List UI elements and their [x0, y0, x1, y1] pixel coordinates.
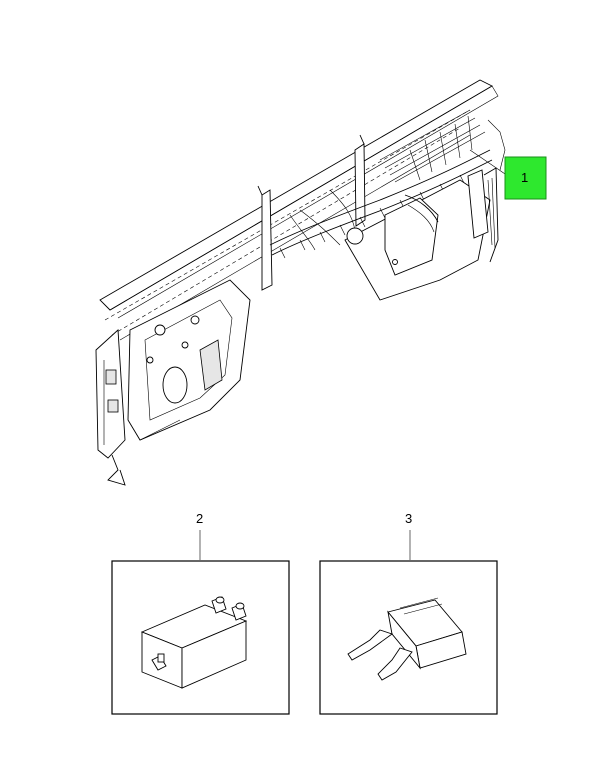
callout-1[interactable]: 1 [504, 156, 547, 200]
callout-2[interactable]: 2 [196, 511, 203, 560]
callout-3[interactable]: 3 [405, 511, 412, 560]
relay-part-frame [111, 560, 290, 715]
fuse-part-frame [319, 560, 498, 715]
dashboard-harness-illustration [95, 79, 509, 486]
callout-1-highlight[interactable] [504, 156, 547, 200]
callout-2-label: 2 [196, 511, 203, 526]
callout-3-label: 3 [405, 511, 412, 526]
callout-1-label: 1 [521, 170, 528, 185]
